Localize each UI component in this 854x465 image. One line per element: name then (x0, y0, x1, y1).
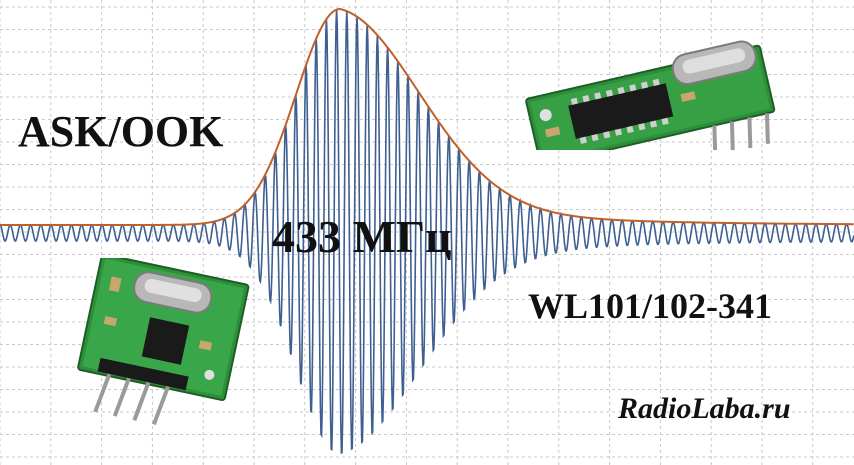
envelope-line (0, 8, 854, 226)
rf-transmitter-module-icon (77, 258, 250, 426)
rf-receiver-module-icon (525, 40, 776, 150)
modulation-label: ASK/OOK (18, 107, 224, 156)
frequency-label: 433 МГц (272, 211, 452, 262)
model-label: WL101/102-341 (528, 286, 773, 326)
website-label: RadioLaba.ru (618, 392, 791, 425)
